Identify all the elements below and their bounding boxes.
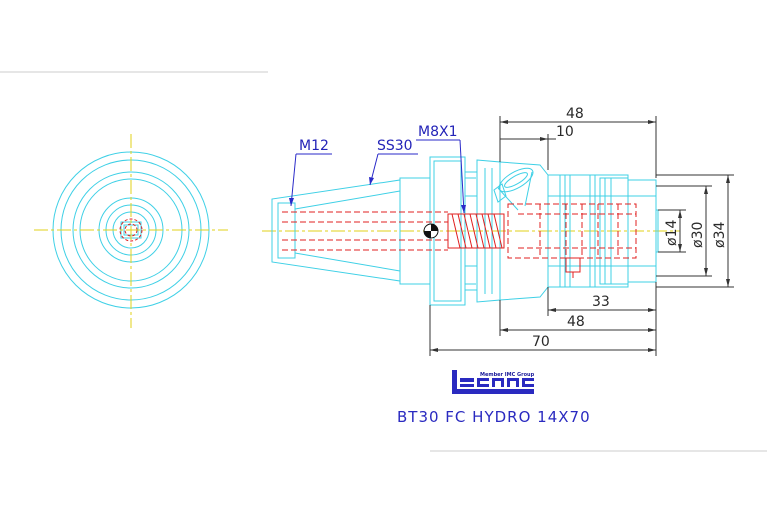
dim-diameter-30: ø30 — [690, 222, 706, 248]
sheet-border — [0, 71, 767, 452]
dim-diameter-14: ø14 — [664, 220, 680, 246]
drawing-title: BT30 FC HYDRO 14X70 — [397, 408, 591, 426]
front-view-centerlines — [34, 134, 228, 328]
side-view — [262, 156, 680, 306]
side-view-outline — [271, 156, 659, 306]
front-view — [34, 134, 228, 328]
gauge-point-symbol — [423, 223, 439, 239]
dimension-arrowheads — [430, 120, 730, 352]
label-m12: M12 — [299, 138, 329, 154]
leader-arrowheads — [289, 177, 466, 213]
logo-mark-cutouts — [480, 381, 534, 387]
dim-diameter-34: ø34 — [712, 222, 728, 248]
leader-lines — [290, 139, 465, 214]
iscar-logo: Member IMC Group — [452, 370, 535, 394]
dim-top-10: 10 — [556, 124, 574, 140]
side-view-thread-detail — [447, 213, 581, 278]
dim-top-48: 48 — [566, 106, 584, 122]
dim-bottom-70: 70 — [532, 334, 550, 350]
label-m8x1: M8X1 — [418, 124, 457, 140]
dim-bottom-48: 48 — [567, 314, 585, 330]
dim-bottom-33: 33 — [592, 294, 610, 310]
logo-tagline: Member IMC Group — [480, 372, 535, 378]
dimension-lines — [429, 116, 734, 356]
label-ss30: SS30 — [377, 138, 413, 154]
